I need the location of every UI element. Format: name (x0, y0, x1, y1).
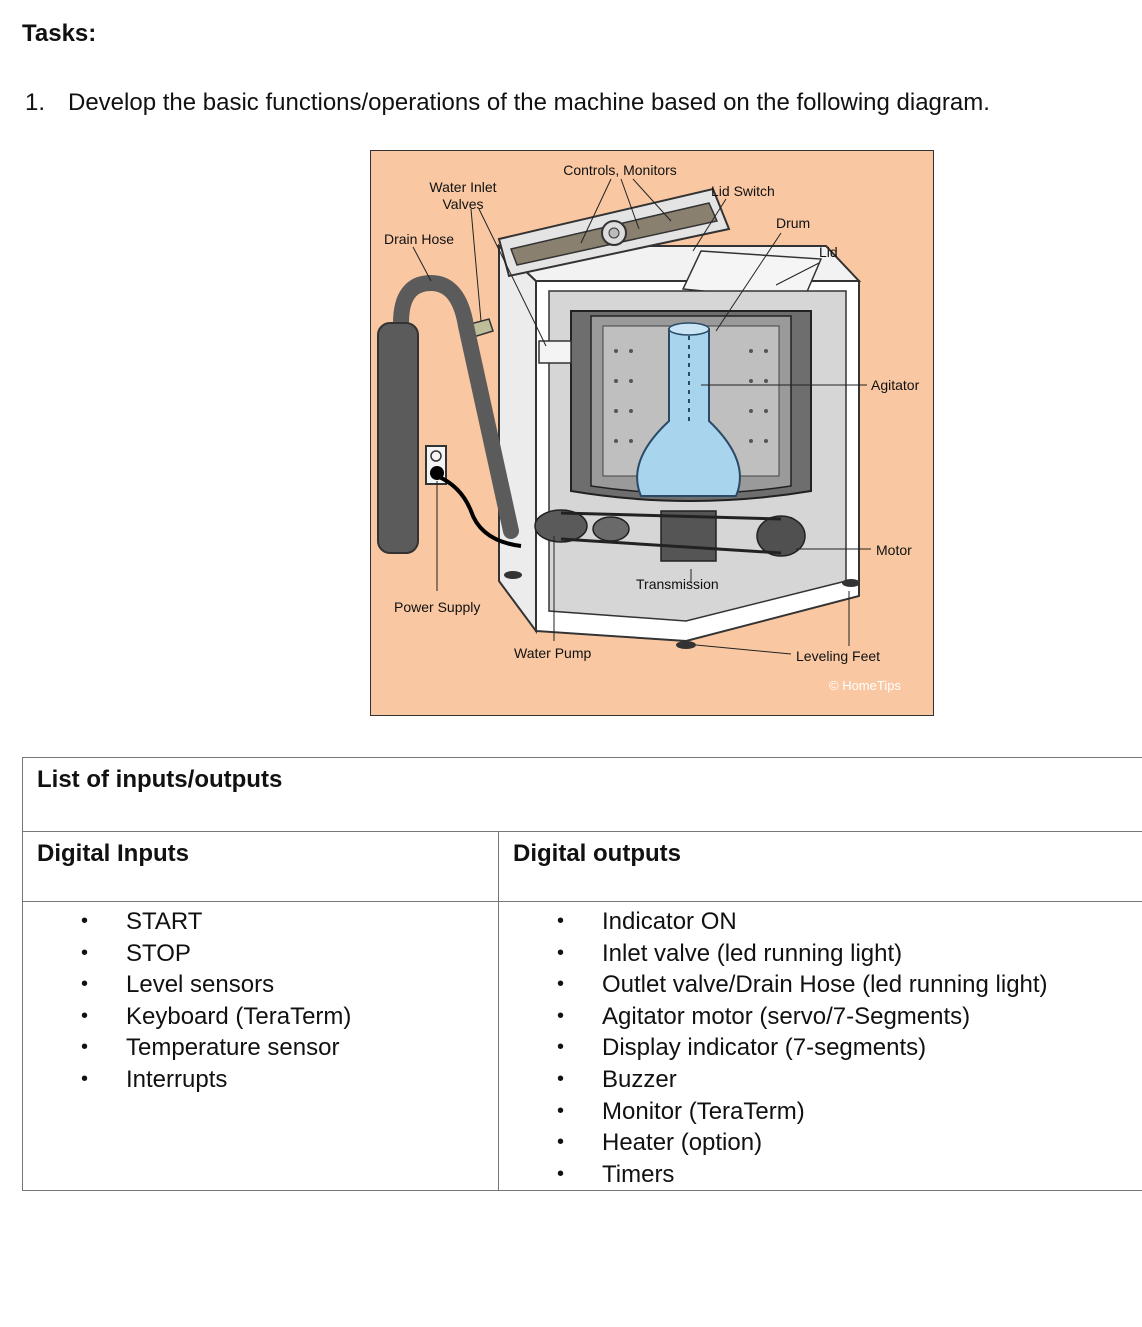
water-pump (534, 509, 588, 543)
list-item: Inlet valve (led running light) (499, 938, 1142, 970)
task-item: 1. Develop the basic functions/operations… (25, 89, 990, 117)
outputs-list: Indicator ON Inlet valve (led running li… (499, 902, 1142, 1190)
drain-hose (393, 274, 519, 539)
label-transmission: Transmission (636, 576, 719, 592)
io-table: List of inputs/outputs Digital Inputs Di… (22, 757, 1142, 1192)
label-motor: Motor (876, 542, 912, 558)
list-item: Heater (option) (499, 1127, 1142, 1159)
power-cord (436, 474, 522, 548)
label-water-inlet-line1: Water Inlet (429, 179, 496, 195)
table-header-row: Digital Inputs Digital outputs (22, 831, 1142, 902)
inputs-list: START STOP Level sensors Keyboard (TeraT… (23, 902, 498, 1096)
motor (756, 515, 806, 557)
list-item: START (23, 906, 498, 938)
list-item: Display indicator (7-segments) (499, 1032, 1142, 1064)
label-water-inlet-line2: Valves (443, 196, 484, 212)
inputs-cell: START STOP Level sensors Keyboard (TeraT… (22, 900, 499, 1192)
list-item: Buzzer (499, 1064, 1142, 1096)
table-title: List of inputs/outputs (22, 757, 1142, 832)
label-lid: Lid (819, 244, 838, 260)
list-item: Keyboard (TeraTerm) (23, 1001, 498, 1033)
list-item: Interrupts (23, 1064, 498, 1096)
label-drain-hose: Drain Hose (384, 231, 454, 247)
table-title-row: List of inputs/outputs (22, 757, 1142, 832)
list-item: Monitor (TeraTerm) (499, 1096, 1142, 1128)
inputs-header: Digital Inputs (22, 831, 499, 902)
list-item: Agitator motor (servo/7-Segments) (499, 1001, 1142, 1033)
label-agitator: Agitator (871, 377, 920, 393)
label-watermark: © HomeTips (829, 678, 901, 693)
list-item: Level sensors (23, 969, 498, 1001)
label-water-pump: Water Pump (514, 645, 591, 661)
list-item: Outlet valve/Drain Hose (led running lig… (499, 969, 1142, 1001)
outputs-header: Digital outputs (498, 831, 1142, 902)
label-leveling-feet: Leveling Feet (796, 648, 880, 664)
label-controls-monitors: Controls, Monitors (563, 162, 677, 178)
transmission (660, 510, 717, 562)
label-lid-switch: Lid Switch (711, 183, 775, 199)
task-number: 1. (25, 89, 46, 116)
label-drum: Drum (776, 215, 810, 231)
washing-machine-diagram: Controls, Monitors Water Inlet Valves Li… (370, 150, 934, 716)
list-item: STOP (23, 938, 498, 970)
label-power-supply: Power Supply (394, 599, 480, 615)
page-heading: Tasks: (22, 20, 97, 47)
agitator (636, 328, 741, 497)
list-item: Timers (499, 1159, 1142, 1191)
task-text: Develop the basic functions/operations o… (68, 89, 990, 116)
table-body-row: START STOP Level sensors Keyboard (TeraT… (22, 900, 1142, 1192)
list-item: Indicator ON (499, 906, 1142, 938)
leveling-foot (504, 571, 522, 579)
outputs-cell: Indicator ON Inlet valve (led running li… (498, 900, 1142, 1192)
list-item: Temperature sensor (23, 1032, 498, 1064)
